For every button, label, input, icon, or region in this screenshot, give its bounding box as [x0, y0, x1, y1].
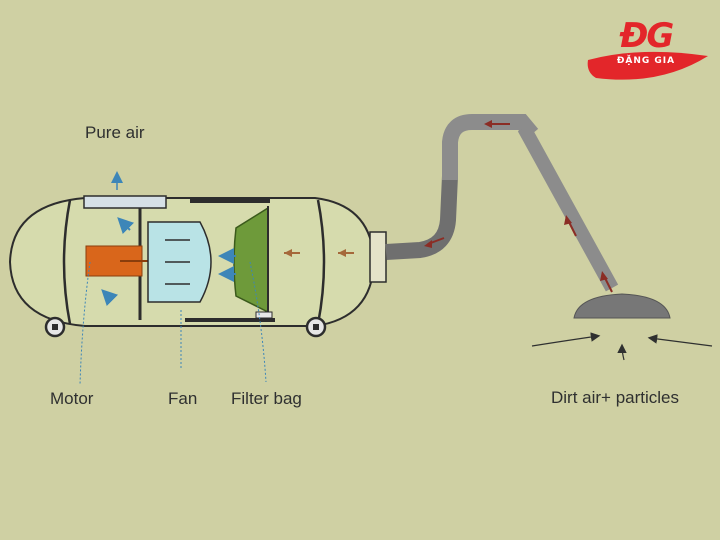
label-fan: Fan: [168, 389, 198, 408]
filter-clip: [255, 311, 273, 319]
exhaust-vent: [83, 195, 167, 209]
bottom-rail: [185, 318, 275, 322]
leader-lines: [79, 261, 267, 386]
label-dirt-air: Dirt air+ particles: [551, 388, 680, 407]
filter-bag: [233, 206, 269, 314]
floor-nozzle: [573, 293, 671, 319]
label-pure-air: Pure air: [85, 123, 145, 142]
hose: [442, 114, 539, 180]
top-rail: [190, 199, 270, 203]
label-filter-bag: Filter bag: [231, 389, 302, 408]
logo-icon: [587, 51, 708, 80]
logo-text: ĐẶNG GIA: [616, 56, 676, 66]
hose-flow-arrows: [424, 120, 613, 293]
left-cap-line: [62, 199, 72, 325]
label-motor: Motor: [50, 389, 94, 408]
right-wheel-hub: [313, 324, 319, 330]
incoming-air-arrows: [284, 249, 354, 257]
logo-mark: ĐG: [619, 16, 675, 56]
left-wheel-hub: [52, 324, 58, 330]
right-cap-line: [316, 199, 326, 325]
inlet-coupling: [369, 231, 387, 283]
clean-air-arrows: [101, 171, 236, 307]
suction-arrows: [531, 332, 713, 361]
hose-corrugated: [385, 175, 458, 260]
wand: [517, 124, 619, 292]
